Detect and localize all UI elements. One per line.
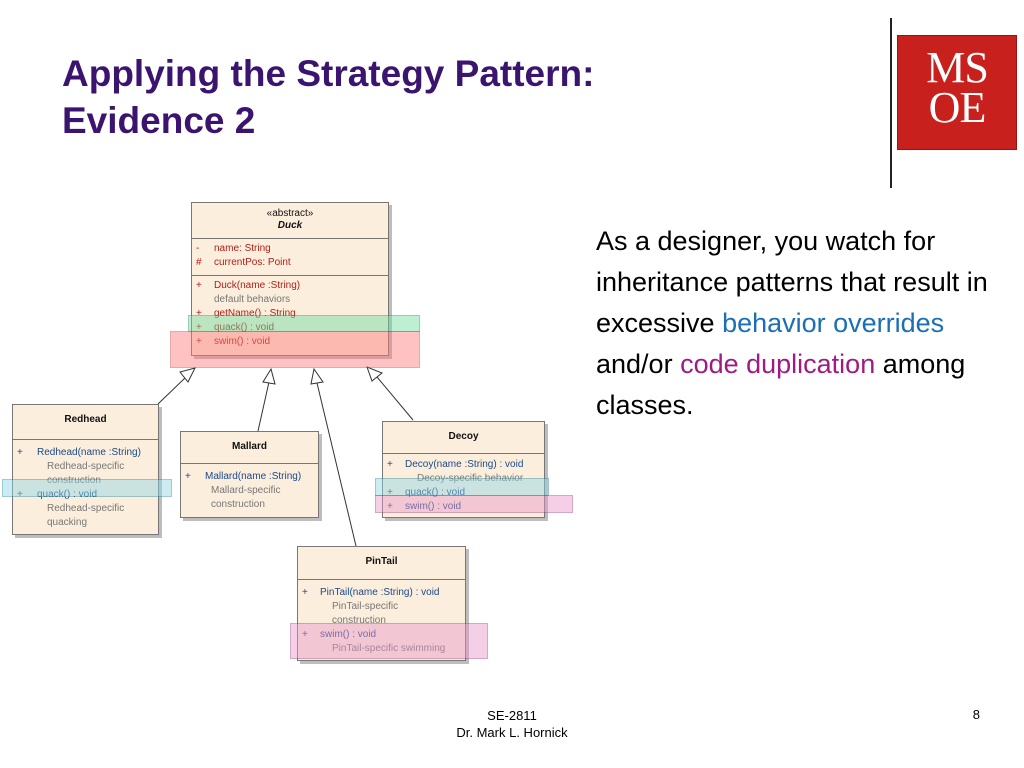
pintail-note-2: construction <box>332 615 386 626</box>
msoe-logo-text: MS OE <box>926 43 989 132</box>
mallard-operations: +Mallard(name :String) Mallard-specific … <box>181 464 318 517</box>
duck-attr-currentpos: #currentPos: Point <box>196 257 291 268</box>
arrowhead-redhead <box>179 367 196 383</box>
pintail-operations: +PinTail(name :String) : void PinTail-sp… <box>298 580 465 660</box>
decoy-note: Decoy-specific behavior <box>417 473 524 484</box>
footer: SE-2811 Dr. Mark L. Hornick <box>412 707 612 741</box>
highlight-code-duplication: code duplication <box>680 349 876 379</box>
divider-line <box>890 18 892 188</box>
highlight-decoy-quack <box>375 478 549 496</box>
redhead-name: Redhead <box>13 405 158 440</box>
pintail-name: PinTail <box>298 547 465 580</box>
title-line-1: Applying the Strategy Pattern: <box>62 53 595 94</box>
body-part-1: As a designer, you watch for inheritance… <box>596 226 988 338</box>
mallard-name: Mallard <box>181 432 318 464</box>
decoy-name: Decoy <box>383 422 544 454</box>
duck-op-quack: +quack() : void <box>196 322 275 333</box>
highlight-duck-quack-swim <box>170 331 420 368</box>
class-redhead: Redhead +Redhead(name :String) Redhead-s… <box>12 404 159 535</box>
redhead-note-1: Redhead-specific <box>47 461 125 472</box>
redhead-note-2: construction <box>47 475 101 486</box>
duck-op-getname: +getName() : String <box>196 308 296 319</box>
duck-name: Duck <box>277 220 303 231</box>
arrowhead-pintail <box>310 367 324 385</box>
slide-title: Applying the Strategy Pattern: Evidence … <box>62 50 782 144</box>
highlight-pintail-swim <box>290 623 488 659</box>
duck-stereotype: «abstract» <box>266 208 314 219</box>
body-part-2: and/or <box>596 349 681 379</box>
pintail-note-1: PinTail-specific <box>332 601 399 612</box>
title-line-2: Evidence 2 <box>62 100 256 141</box>
highlight-getname <box>188 315 420 332</box>
redhead-operations: +Redhead(name :String) Redhead-specific … <box>13 440 158 534</box>
highlight-redhead-quack <box>2 479 172 497</box>
decoy-operations: +Decoy(name :String) : void Decoy-specif… <box>383 454 544 517</box>
class-duck-header: «abstract» Duck <box>192 203 388 239</box>
footer-course: SE-2811 <box>487 708 537 723</box>
duck-attr-name: -name: String <box>196 243 271 254</box>
highlight-decoy-swim <box>375 495 573 513</box>
redhead-note-4: quacking <box>47 517 88 528</box>
class-pintail: PinTail +PinTail(name :String) : void Pi… <box>297 546 466 661</box>
arrowhead-decoy <box>366 366 383 382</box>
class-mallard: Mallard +Mallard(name :String) Mallard-s… <box>180 431 319 518</box>
duck-operations: +Duck(name :String) default behaviors +g… <box>192 276 388 355</box>
arrow-decoy-duck <box>376 376 414 421</box>
class-decoy: Decoy +Decoy(name :String) : void Decoy-… <box>382 421 545 518</box>
page-number: 8 <box>972 707 980 722</box>
mallard-op-constructor: +Mallard(name :String) <box>185 471 302 482</box>
redhead-op-constructor: +Redhead(name :String) <box>17 447 141 458</box>
redhead-op-quack: +quack() : void <box>17 489 98 500</box>
body-part-3: among classes. <box>596 349 966 420</box>
decoy-op-swim: +swim() : void <box>387 501 462 512</box>
highlight-behavior-overrides: behavior overrides <box>722 308 945 338</box>
pintail-op-constructor: +PinTail(name :String) : void <box>302 587 440 598</box>
arrow-pintail-duck <box>316 382 357 547</box>
duck-note-default: default behaviors <box>214 294 291 305</box>
footer-author: Dr. Mark L. Hornick <box>456 725 568 740</box>
mallard-note-2: construction <box>211 499 265 510</box>
decoy-op-quack: +quack() : void <box>387 487 466 498</box>
arrowhead-mallard <box>262 367 276 385</box>
pintail-op-swim: +swim() : void <box>302 629 377 640</box>
mallard-note-1: Mallard-specific <box>211 485 281 496</box>
duck-op-swim: +swim() : void <box>196 336 271 347</box>
arrow-redhead-duck <box>157 376 187 405</box>
body-text: As a designer, you watch for inheritance… <box>596 221 996 426</box>
arrow-mallard-duck <box>257 381 270 432</box>
decoy-op-constructor: +Decoy(name :String) : void <box>387 459 524 470</box>
pintail-note-3: PinTail-specific swimming <box>332 643 446 654</box>
redhead-note-3: Redhead-specific <box>47 503 125 514</box>
duck-op-constructor: +Duck(name :String) <box>196 280 301 291</box>
class-duck: «abstract» Duck -name: String #currentPo… <box>191 202 389 356</box>
duck-attributes: -name: String #currentPos: Point <box>192 239 388 276</box>
msoe-logo: MS OE <box>897 35 1017 150</box>
